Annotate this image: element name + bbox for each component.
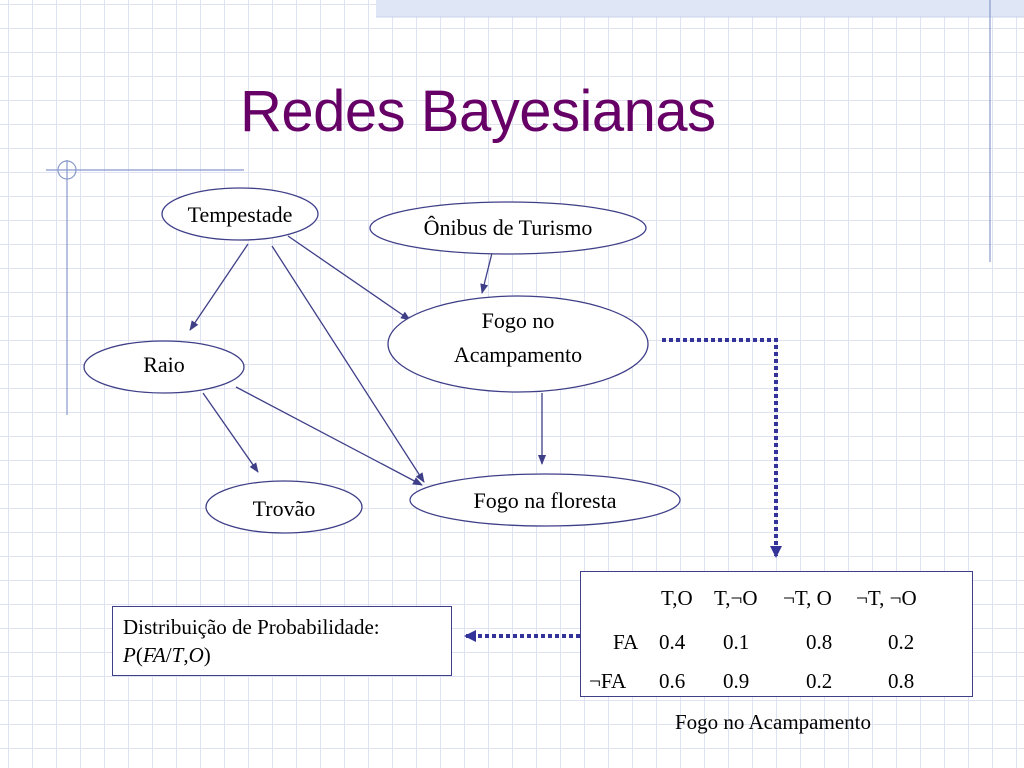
cpt-cell-value: 0.1 [723, 630, 750, 654]
node-tempestade-ellipse [161, 187, 319, 241]
formula-slash: / [165, 643, 172, 667]
edge-tempestade-fogo-acampamento [287, 235, 411, 321]
cpt-header: ¬T, ¬O [856, 586, 917, 610]
distribution-formula: P(FA/T,O) [123, 641, 441, 669]
formula-comma: , [183, 643, 189, 667]
cpt-cell-value: 0.8 [888, 669, 915, 693]
node-fogo-acampamento-line2: Acampamento [453, 342, 583, 367]
cpt-header: T,O [661, 586, 693, 610]
cpt-cell-value: 0.2 [888, 630, 915, 654]
formula-t: T [171, 643, 184, 667]
cpt-cell-value: 0.8 [806, 630, 833, 654]
cpt-cell-value: 0.4 [659, 630, 686, 654]
formula-close: ) [203, 643, 211, 667]
cpt-cell-value: 0.2 [806, 669, 833, 693]
cpt-row-label: FA [613, 630, 639, 654]
node-onibus-label: Ônibus de Turismo [423, 215, 593, 240]
edge-onibus-fogo-acampamento [480, 252, 493, 294]
cpt-caption: Fogo no Acampamento [675, 710, 871, 734]
node-fogo-floresta-label: Fogo na floresta [473, 488, 617, 513]
node-trovao-ellipse [205, 480, 363, 534]
slide-title: Redes Bayesianas [240, 79, 716, 144]
cpt-table: T,O T,¬O ¬T, O ¬T, ¬O FA 0.4 0.1 0.8 0.2… [580, 571, 973, 697]
node-fogo-floresta-ellipse [409, 473, 681, 527]
distribution-box: Distribuição de Probabilidade: P(FA/T,O) [112, 606, 452, 676]
node-raio-ellipse [83, 340, 245, 394]
edge-raio-fogo-floresta [235, 386, 423, 486]
formula-o: O [188, 643, 204, 667]
dotted-banner-visible [376, 0, 1024, 17]
cpt-header: T,¬O [714, 586, 758, 610]
dotted-arrow-to-table [662, 338, 782, 558]
node-trovao-label: Trovão [252, 496, 316, 521]
node-fogo-acampamento-ellipse [387, 295, 649, 393]
formula-fa: FA [142, 643, 166, 667]
crosshair-circle [57, 160, 77, 180]
distribution-title: Distribuição de Probabilidade: [123, 615, 380, 639]
node-raio-label: Raio [143, 352, 185, 377]
node-onibus-ellipse [369, 201, 647, 255]
cpt-cell-value: 0.9 [723, 669, 750, 693]
node-tempestade-label: Tempestade [187, 202, 293, 227]
formula-open: ( [135, 643, 143, 667]
edge-tempestade-fogo-floresta [271, 245, 425, 483]
cpt-header: ¬T, O [783, 586, 832, 610]
edge-raio-trovao [202, 392, 259, 473]
edge-tempestade-raio [189, 243, 249, 331]
cpt-cell-value: 0.6 [659, 669, 686, 693]
formula-p: P [123, 643, 136, 667]
node-fogo-acampamento-line1: Fogo no [481, 308, 555, 333]
cpt-row-label: ¬FA [589, 669, 627, 693]
